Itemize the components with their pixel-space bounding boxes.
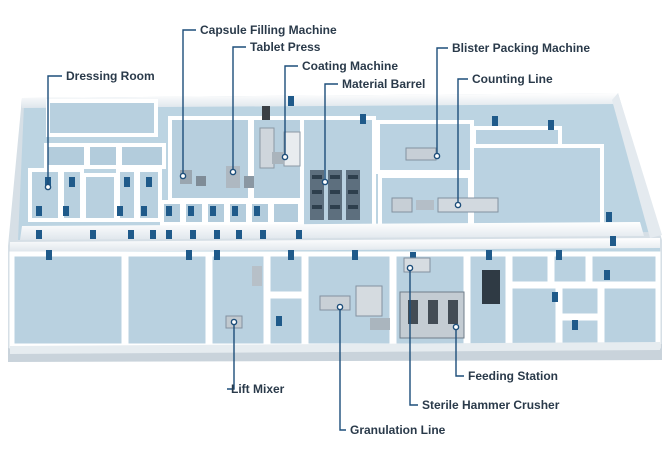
leader-material-barrel: [324, 83, 338, 182]
label-counting-line: Counting Line: [472, 72, 553, 86]
leader-sterile-hammer-crusher: [409, 268, 418, 406]
label-dressing-room: Dressing Room: [66, 69, 155, 83]
doors: [36, 96, 616, 330]
leader-lines: [47, 29, 468, 431]
label-feeding-station: Feeding Station: [468, 369, 558, 383]
label-material-barrel: Material Barrel: [342, 77, 426, 91]
leader-granulation-line: [339, 307, 346, 431]
leader-counting-line: [457, 78, 468, 205]
label-lift-mixer: Lift Mixer: [231, 382, 285, 396]
label-granulation-line: Granulation Line: [350, 423, 446, 437]
label-capsule-filling-machine: Capsule Filling Machine: [200, 23, 337, 37]
leader-blister-packing-machine: [436, 47, 448, 156]
leader-capsule-filling-machine: [182, 29, 196, 176]
leader-coating-machine: [284, 65, 298, 157]
leader-tablet-press: [232, 46, 246, 172]
label-blister-packing-machine: Blister Packing Machine: [452, 41, 591, 55]
label-tablet-press: Tablet Press: [250, 40, 321, 54]
leader-endpoints: [44, 152, 462, 331]
label-sterile-hammer-crusher: Sterile Hammer Crusher: [422, 398, 560, 412]
leader-feeding-station: [455, 327, 464, 377]
leader-lift-mixer: [227, 322, 235, 390]
label-coating-machine: Coating Machine: [302, 59, 399, 73]
leader-dressing-room: [47, 75, 62, 187]
